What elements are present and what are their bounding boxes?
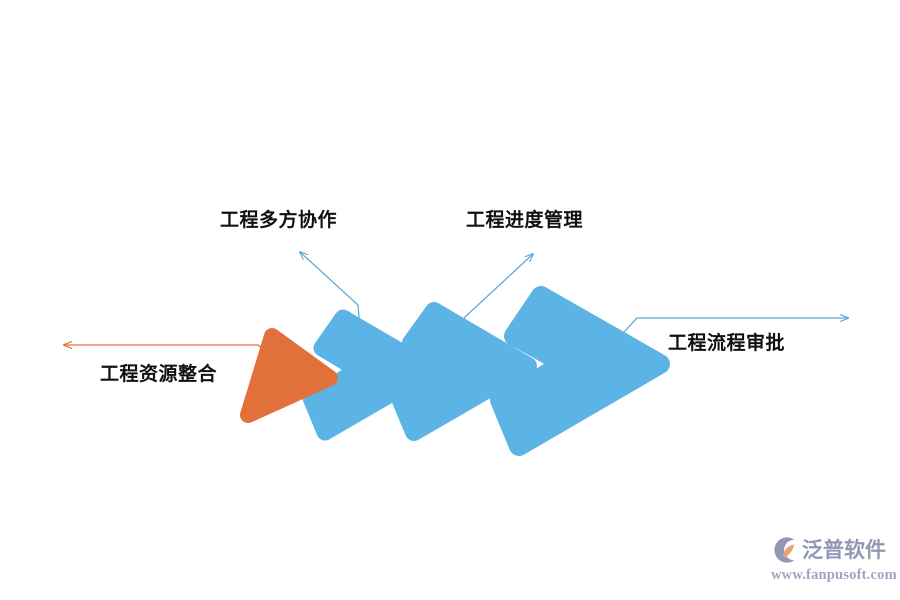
stage-label-progress: 工程进度管理 (466, 210, 584, 231)
stage-shape-4[interactable] (490, 286, 670, 456)
stage-shape-2[interactable] (302, 309, 441, 441)
stage-label-collaboration: 工程多方协作 (220, 210, 338, 231)
watermark-url-text: www.fanpusoft.com (771, 567, 897, 583)
fanpu-logo-icon (774, 537, 795, 563)
stage-label-resource: 工程资源整合 (100, 364, 218, 385)
connector-resource (64, 345, 284, 367)
stage-label-approval: 工程流程审批 (668, 333, 786, 354)
watermark-logo: 泛普软件 www.fanpusoft.com (770, 534, 897, 586)
stage-shape-group (240, 286, 670, 456)
stage-shape-1[interactable] (240, 328, 338, 423)
watermark-brand-row: 泛普软件 (770, 534, 892, 566)
watermark-brand-text: 泛普软件 (802, 537, 886, 562)
